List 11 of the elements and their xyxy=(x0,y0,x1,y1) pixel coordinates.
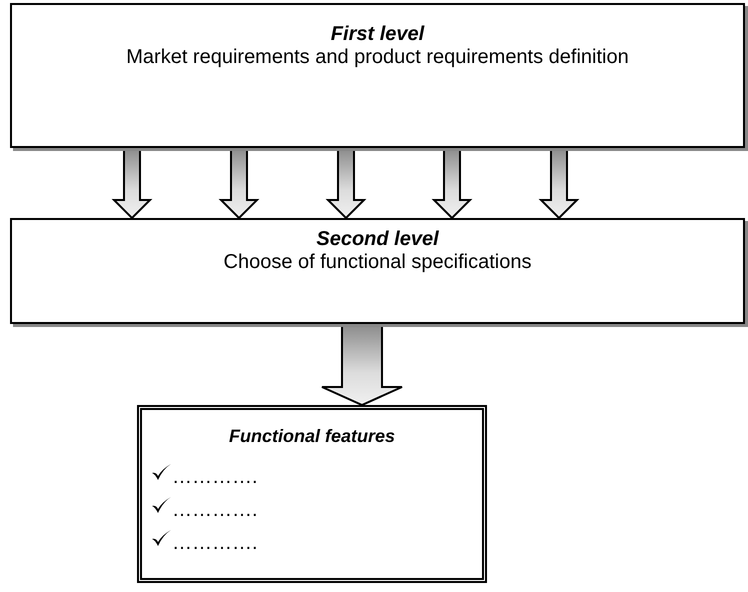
placeholder-dots: …………. xyxy=(172,466,258,489)
level-box xyxy=(10,218,745,324)
level-heading: Functional features xyxy=(228,426,396,447)
checklist-box xyxy=(137,405,487,583)
level-description: Choose of functional specifications xyxy=(222,251,532,274)
placeholder-dots: …………. xyxy=(172,532,258,555)
placeholder-dots: …………. xyxy=(172,499,258,522)
level-box xyxy=(10,3,745,148)
level-description: Market requirements and product requirements definition xyxy=(125,46,630,69)
level-heading: Second level xyxy=(315,228,440,251)
level-heading: First level xyxy=(330,23,426,46)
